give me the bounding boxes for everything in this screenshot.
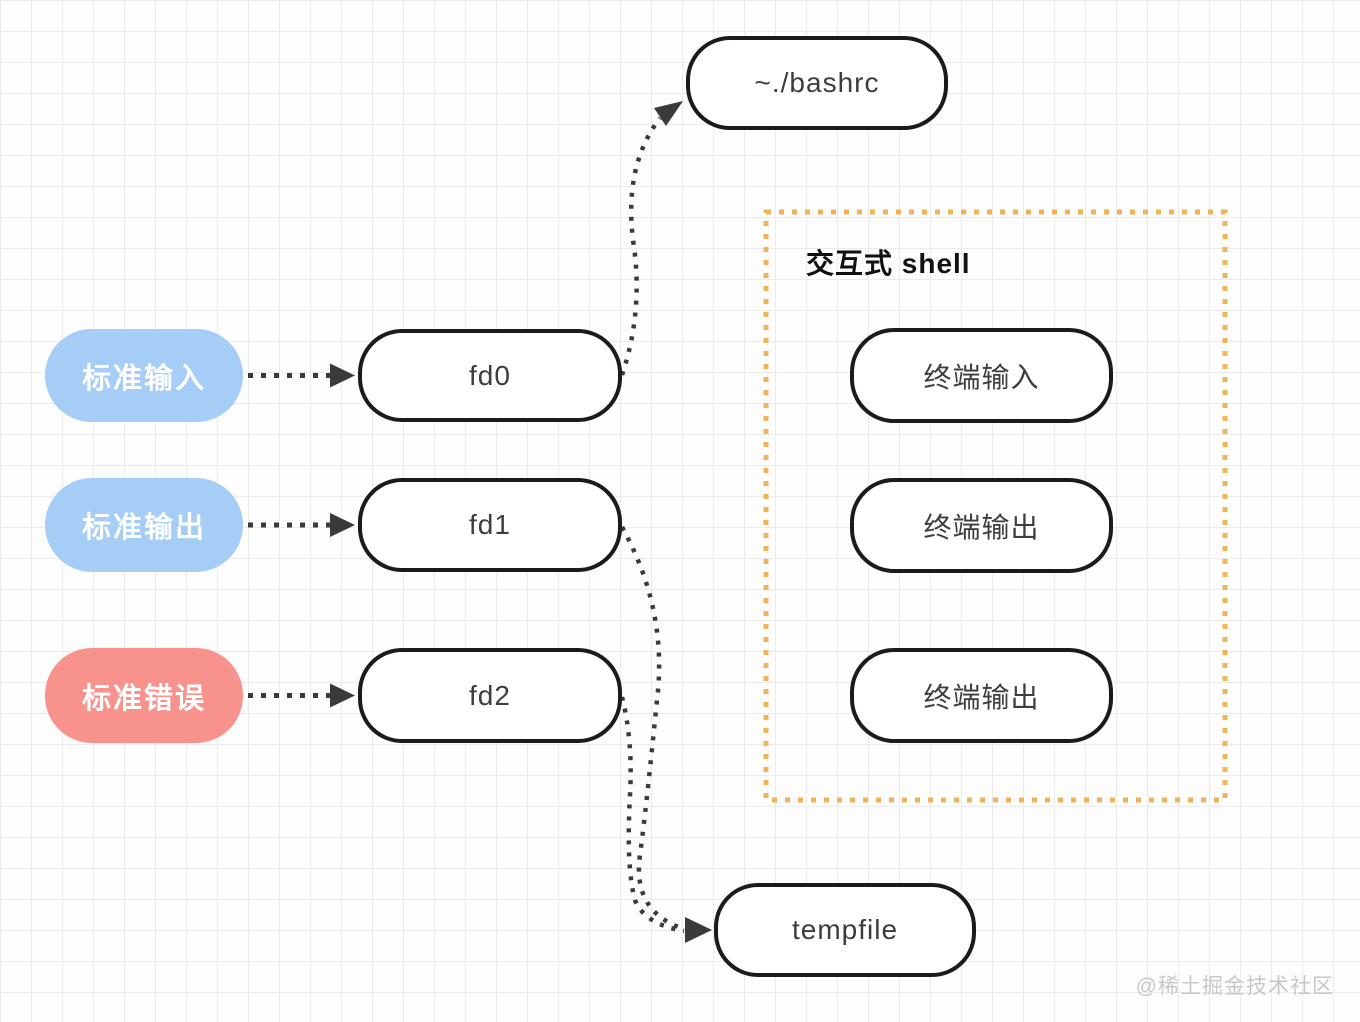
- arrowhead-fd0-bashrc: [654, 101, 683, 126]
- edge-fd0-bashrc: [619, 116, 662, 376]
- node-terminal-input: 终端输入: [850, 328, 1113, 423]
- node-fd1: fd1: [358, 478, 622, 572]
- node-terminal-output-1: 终端输出: [850, 478, 1113, 573]
- watermark: @稀土掘金技术社区: [1135, 975, 1334, 998]
- node-stdout: 标准输出: [45, 478, 243, 572]
- edge-fd2-tempfile: [619, 696, 685, 934]
- node-bashrc: ~./bashrc: [686, 36, 948, 130]
- node-stderr: 标准错误: [45, 648, 243, 743]
- node-fd2: fd2: [358, 648, 622, 743]
- node-tempfile: tempfile: [714, 883, 976, 977]
- arrowhead-tempfile: [685, 917, 712, 943]
- node-stdin: 标准输入: [45, 329, 243, 422]
- shell-group-title: 交互式 shell: [806, 248, 971, 279]
- node-fd0: fd0: [358, 329, 622, 422]
- arrowhead-stdin-fd0: [330, 363, 355, 388]
- arrowhead-stdout-fd1: [330, 513, 355, 537]
- node-terminal-output-2: 终端输出: [850, 648, 1113, 743]
- edge-fd1-tempfile: [620, 525, 685, 932]
- arrowhead-stderr-fd2: [330, 683, 355, 708]
